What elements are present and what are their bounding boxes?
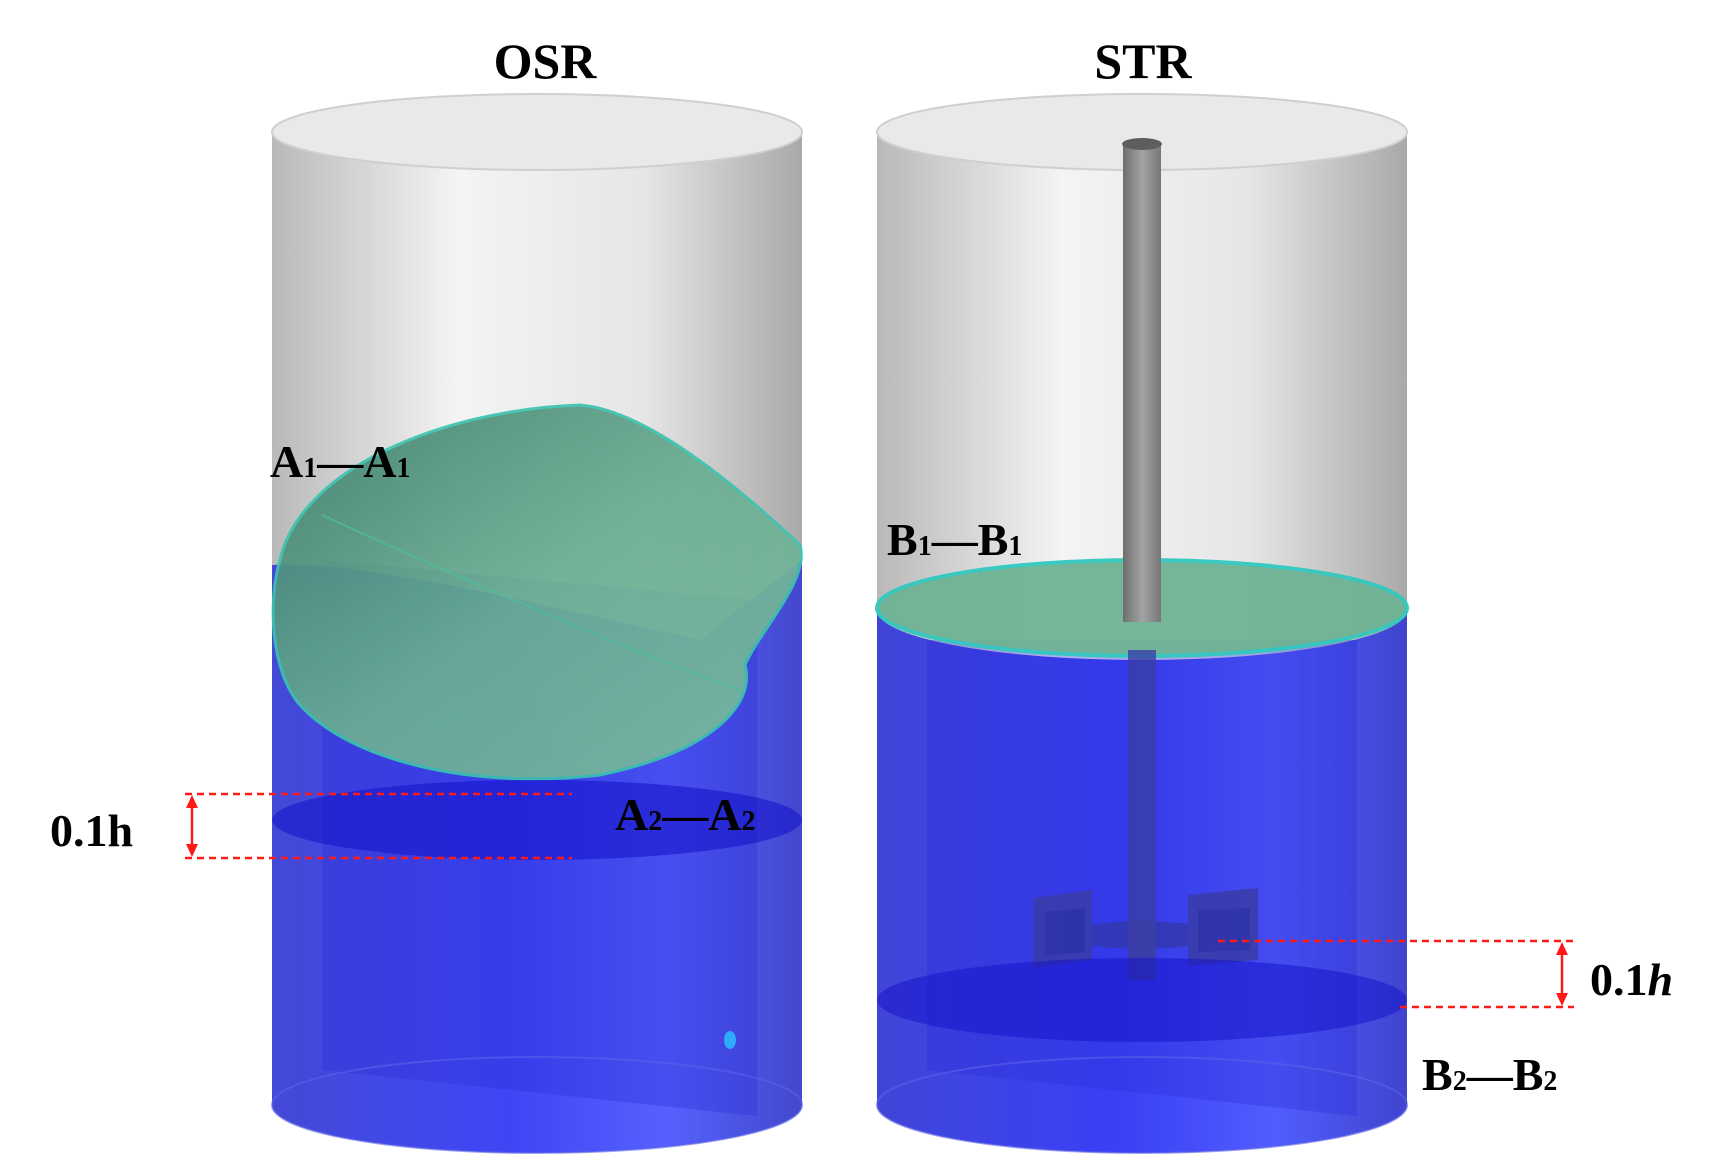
str-title: STR — [1094, 33, 1192, 89]
str-shaft-cap — [1122, 138, 1162, 150]
str-plane-b2 — [877, 958, 1407, 1042]
osr-bottom-rim — [271, 1056, 803, 1154]
osr-vessel — [271, 93, 803, 1154]
osr-dimension-marker — [185, 792, 572, 860]
section-label-b2: B2—B2 — [1422, 1049, 1557, 1100]
section-label-b1: B1—B1 — [887, 514, 1022, 565]
str-vessel — [875, 93, 1409, 1154]
str-dimension-marker — [1218, 939, 1574, 1009]
osr-free-surface — [271, 403, 803, 781]
section-label-a2: A2—A2 — [615, 789, 755, 840]
str-bottom-rim — [876, 1056, 1408, 1154]
osr-dimension-label: 0.1h — [50, 805, 133, 856]
str-shaft-upper — [1123, 142, 1161, 622]
osr-surface-fold — [321, 514, 741, 691]
section-label-a1: A1—A1 — [270, 436, 410, 487]
osr-plane-a2 — [272, 780, 802, 860]
osr-title: OSR — [494, 33, 598, 89]
str-dimension-label: 0.1h — [1590, 954, 1673, 1005]
osr-probe-dot — [724, 1031, 736, 1049]
str-impeller — [1033, 888, 1258, 980]
osr-top-rim — [271, 93, 803, 171]
